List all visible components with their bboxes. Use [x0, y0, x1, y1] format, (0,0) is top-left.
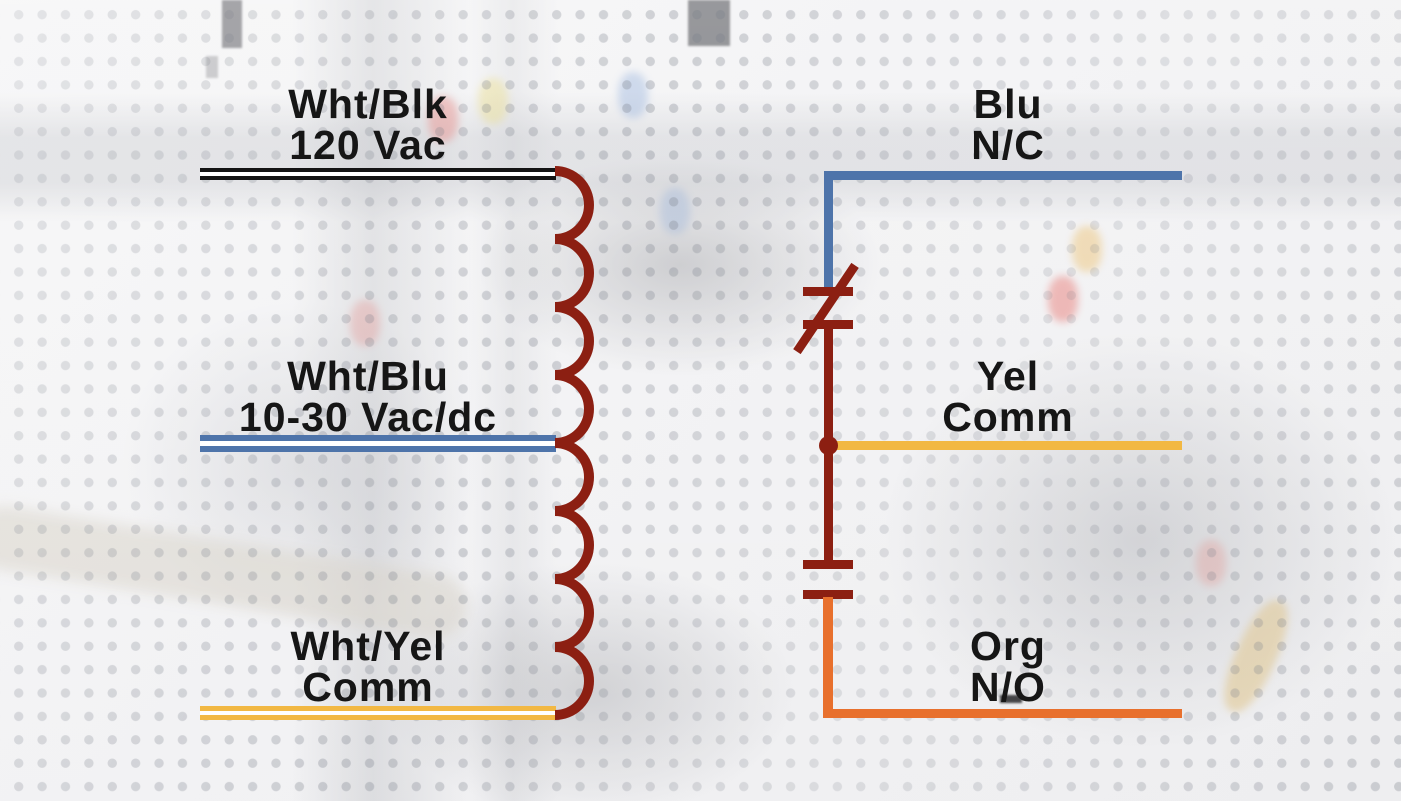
- wire-wht-blk: [200, 168, 556, 180]
- wire-org: [823, 709, 1182, 718]
- background-cable: [0, 501, 472, 643]
- wire-blu-drop: [824, 171, 833, 290]
- wire-name: Blu: [973, 81, 1043, 127]
- wire-name: Yel: [976, 353, 1040, 399]
- background-connector: [618, 72, 648, 118]
- label-blu-nc: Blu N/C: [798, 84, 1218, 166]
- wire-wht-blu: [200, 435, 556, 452]
- wire-yel: [828, 441, 1182, 450]
- no-contact-icon: [803, 560, 853, 569]
- background-connector: [1048, 276, 1078, 322]
- background-connector: [1213, 593, 1299, 719]
- wire-function: Comm: [942, 394, 1074, 440]
- background-panel-part: [206, 56, 218, 78]
- background-glove: [120, 300, 480, 630]
- label-yel-comm: Yel Comm: [798, 356, 1218, 438]
- background-connector: [350, 300, 380, 346]
- wire-wht-yel: [200, 706, 556, 720]
- wire-name: Wht/Yel: [290, 623, 446, 669]
- background-panel-part: [222, 0, 242, 48]
- wire-function: 120 Vac: [289, 122, 447, 168]
- wire-function: Comm: [302, 664, 434, 710]
- label-org-no: Org N/O: [798, 626, 1218, 708]
- background-connector: [1072, 226, 1102, 272]
- junction-dot-icon: [819, 436, 838, 455]
- wire-name: Wht/Blu: [287, 353, 449, 399]
- label-wht-yel-comm: Wht/Yel Comm: [158, 626, 578, 708]
- wire-org-drop: [823, 597, 833, 718]
- label-wht-blk-120vac: Wht/Blk 120 Vac: [158, 84, 578, 166]
- wire-function: 10-30 Vac/dc: [238, 394, 498, 440]
- wire-function: N/C: [971, 122, 1045, 168]
- background-panel-part: [688, 0, 730, 46]
- wire-blu: [824, 171, 1182, 180]
- wire-name: Org: [970, 623, 1046, 669]
- wire-function: N/O: [970, 664, 1046, 710]
- wire-name: Wht/Blk: [288, 81, 448, 127]
- inductor-coil-icon: [554, 166, 594, 720]
- background-connector: [1196, 540, 1226, 586]
- nc-contact-icon: [803, 287, 853, 296]
- no-contact-icon: [803, 590, 853, 599]
- label-wht-blu-10-30vacdc: Wht/Blu 10-30 Vac/dc: [158, 356, 578, 438]
- background-connector: [660, 188, 690, 234]
